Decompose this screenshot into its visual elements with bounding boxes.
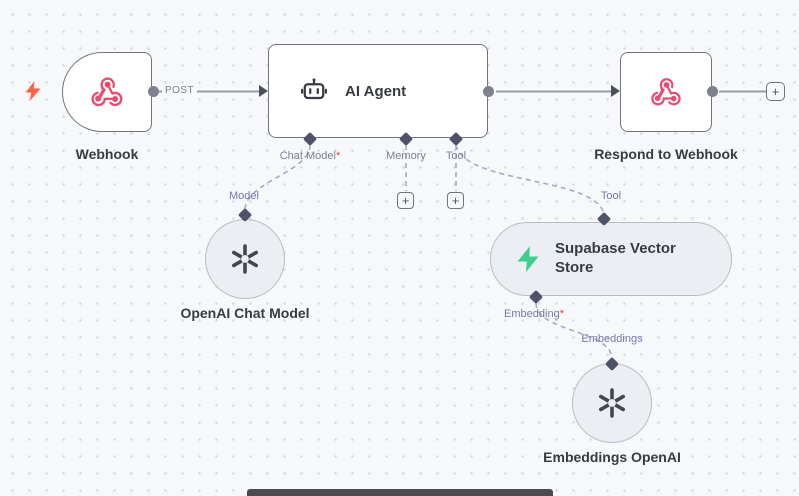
node-webhook[interactable] — [62, 52, 152, 132]
webhook-node-label: Webhook — [75, 146, 139, 162]
node-respond-to-webhook[interactable] — [620, 52, 712, 132]
embeddings-openai-label: Embeddings OpenAI — [543, 449, 681, 465]
chat-model-port-text: Chat Model — [279, 150, 336, 162]
openai-logo-icon — [232, 244, 258, 274]
webhook-method-label: POST — [162, 85, 197, 96]
node-supabase-vector-store[interactable]: Supabase Vector Store — [490, 222, 732, 296]
model-connection-label: Model — [229, 190, 259, 202]
respond-node-label: Respond to Webhook — [594, 146, 738, 162]
embedding-port-label: Embedding* — [474, 308, 594, 320]
plus-icon: + — [401, 193, 410, 208]
connection-embedding-to-openai[interactable] — [535, 302, 613, 360]
plus-icon: + — [451, 193, 460, 208]
memory-port-label: Memory — [366, 150, 446, 162]
node-openai-chat-model[interactable] — [205, 219, 285, 299]
add-tool-button[interactable]: + — [447, 192, 464, 209]
robot-icon — [301, 78, 327, 100]
ai-agent-output-port[interactable] — [483, 86, 494, 97]
chat-model-port-label: Chat Model* — [250, 150, 370, 162]
openai-logo-icon — [599, 388, 625, 418]
add-memory-button[interactable]: + — [397, 192, 414, 209]
chat-model-required-marker: * — [335, 150, 341, 162]
connection-chatmodel-to-openai[interactable] — [244, 144, 311, 211]
supabase-logo-icon — [517, 245, 539, 273]
trigger-bolt-icon — [25, 81, 41, 101]
ai-agent-title: AI Agent — [345, 82, 407, 100]
webhook-output-port[interactable] — [148, 86, 159, 97]
webhook-icon — [91, 77, 123, 107]
tool-port-label: Tool — [416, 150, 496, 162]
respond-output-port[interactable] — [707, 86, 718, 97]
add-node-button[interactable]: + — [766, 82, 785, 101]
supabase-node-title: Supabase Vector Store — [555, 240, 676, 276]
ai-agent-input-port[interactable] — [259, 85, 268, 97]
webhook-icon — [651, 78, 681, 106]
node-ai-agent[interactable]: AI Agent — [268, 44, 488, 138]
embedding-required-marker: * — [559, 308, 564, 320]
node-embeddings-openai[interactable] — [572, 363, 652, 443]
memory-port-text: Memory — [386, 150, 426, 162]
tool-port-text: Tool — [445, 150, 467, 162]
openai-chat-model-label: OpenAI Chat Model — [180, 305, 310, 321]
supabase-tool-connection-label: Tool — [600, 190, 622, 202]
plus-icon: + — [771, 84, 780, 99]
embedding-port-text: Embedding — [504, 308, 560, 320]
horizontal-scrollbar[interactable] — [247, 489, 553, 496]
embeddings-connection-label: Embeddings — [581, 333, 643, 345]
respond-input-port[interactable] — [611, 85, 620, 97]
connection-tool-to-supabase[interactable] — [455, 144, 605, 215]
